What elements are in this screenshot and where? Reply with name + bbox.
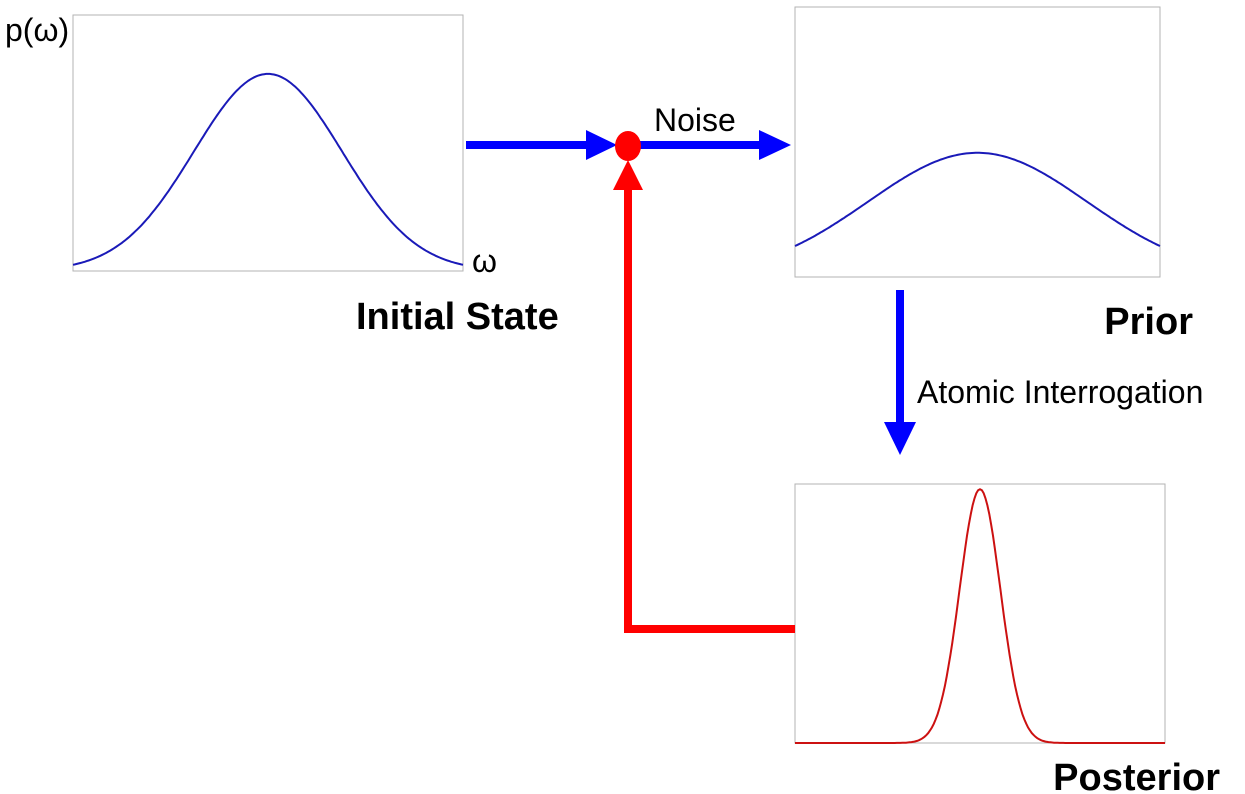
atomic-interrogation-label: Atomic Interrogation <box>917 374 1203 410</box>
posterior-title: Posterior <box>1053 757 1220 794</box>
noise-label: Noise <box>654 102 736 138</box>
y-axis-label: p(ω) <box>5 12 69 48</box>
prior-title: Prior <box>1104 301 1193 343</box>
posterior-panel <box>794 483 1166 744</box>
initial-state-panel <box>72 14 464 272</box>
initial-state-curve <box>72 72 464 266</box>
initial-state-title: Initial State <box>356 296 559 338</box>
x-axis-label: ω <box>472 243 497 279</box>
prior-curve <box>794 151 1161 247</box>
atomic-interrogation-arrow <box>884 290 916 455</box>
initial-to-junction-arrow <box>466 130 617 160</box>
posterior-curve <box>795 488 1165 744</box>
noise-arrow <box>640 130 791 160</box>
feedback-arrow <box>613 160 795 633</box>
junction-node <box>615 131 641 161</box>
prior-panel <box>794 6 1161 278</box>
